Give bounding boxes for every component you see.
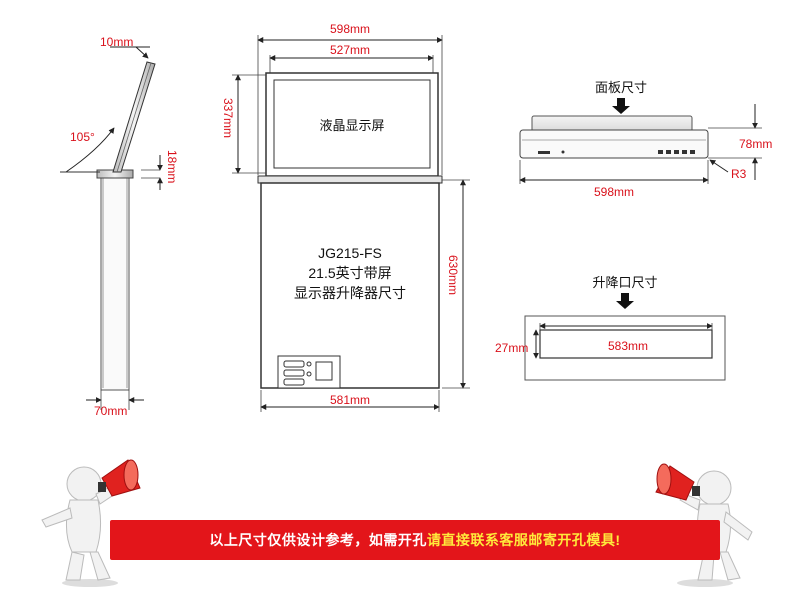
side-thickness-label: 18mm	[165, 150, 179, 183]
desc-label: 显示器升降器尺寸	[294, 285, 406, 301]
size-label: 21.5英寸带屏	[308, 265, 391, 281]
opening-title: 升降口尺寸	[592, 275, 657, 290]
opening-height-label: 27mm	[495, 341, 528, 355]
opening-slot	[539, 329, 713, 359]
panel-height-label: 78mm	[739, 137, 772, 151]
front-body-height-label: 630mm	[446, 255, 460, 295]
lift-body	[260, 182, 440, 389]
front-view: 598mm 527mm 液晶显示屏 337mm JG215-FS 21.5英寸带…	[221, 22, 470, 412]
side-base-width-label: 70mm	[94, 404, 127, 418]
front-outer-width-label: 598mm	[330, 22, 370, 36]
front-screen-width-label: 527mm	[330, 43, 370, 57]
side-view: 10mm 105° 18mm 70mm	[60, 35, 179, 418]
lift-pole	[100, 175, 130, 391]
notice-text: 以上尺寸仅供设计参考，如需开孔	[209, 532, 427, 548]
opening-width-label: 583mm	[608, 339, 648, 353]
arrow-down-icon	[612, 98, 630, 114]
mascot-right	[655, 463, 753, 587]
opening-view: 升降口尺寸 583mm 27mm	[495, 275, 726, 381]
front-body-width-label: 581mm	[330, 393, 370, 407]
panel-width-label: 598mm	[594, 185, 634, 199]
connector-panel	[277, 355, 341, 389]
notice-banner: 以上尺寸仅供设计参考，如需开孔请直接联系客服邮寄开孔模具!	[110, 520, 720, 560]
mascot-left	[41, 459, 141, 587]
panel-view: 面板尺寸 78mm R3 598mm	[519, 80, 772, 199]
side-top-width-label: 10mm	[100, 35, 133, 49]
notice-contact-text: 请直接联系客服邮寄开孔模具!	[426, 532, 621, 548]
panel-radius-label: R3	[731, 167, 747, 181]
front-screen-height-label: 337mm	[221, 98, 235, 138]
arrow-down-icon	[616, 293, 634, 309]
panel-title: 面板尺寸	[595, 80, 647, 95]
model-label: JG215-FS	[318, 245, 382, 261]
side-angle-label: 105°	[70, 130, 95, 144]
lcd-screen-label: 液晶显示屏	[319, 118, 384, 133]
